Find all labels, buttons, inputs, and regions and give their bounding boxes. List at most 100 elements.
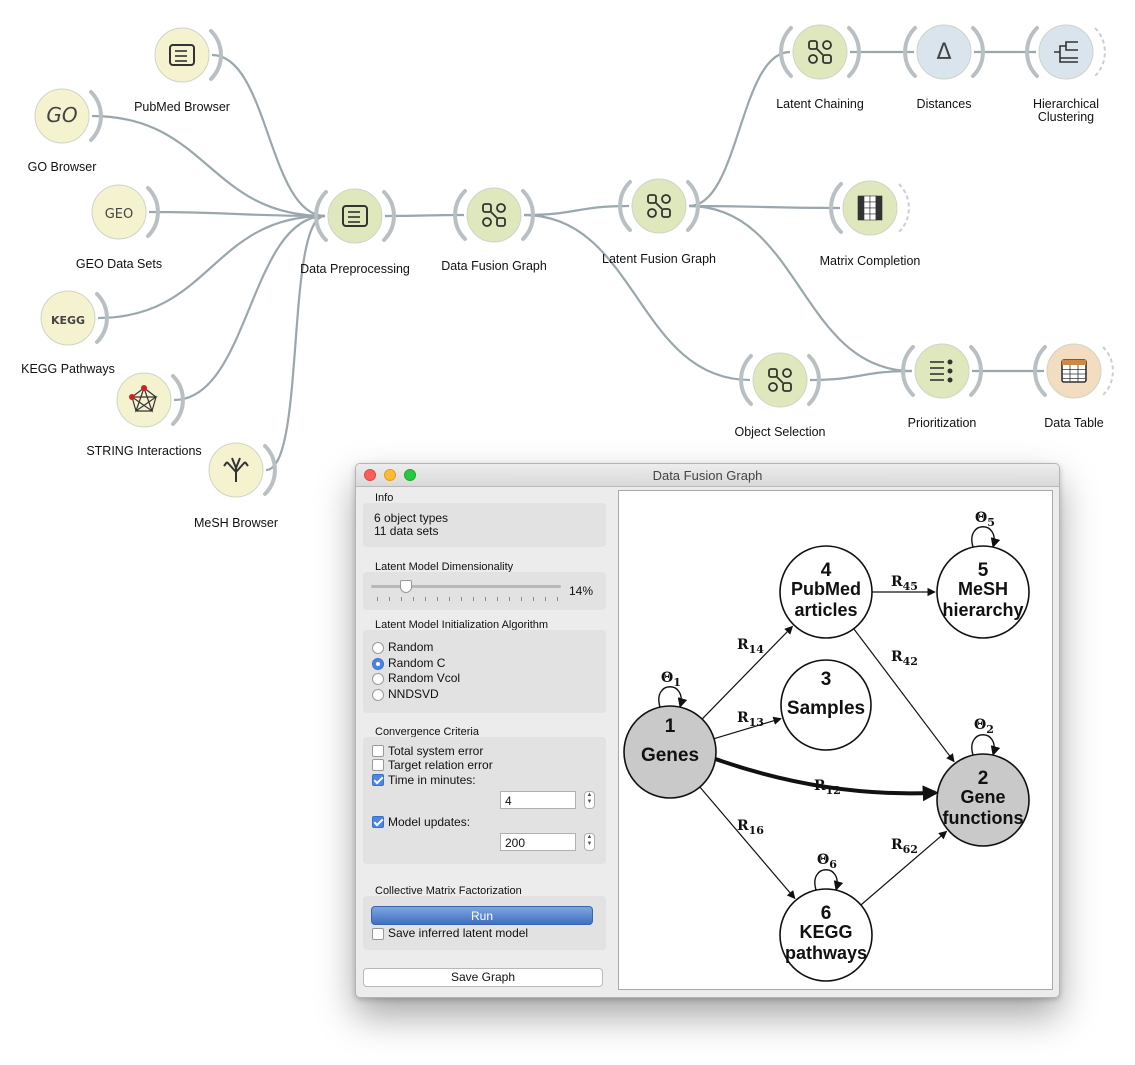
input-channel[interactable] xyxy=(453,189,467,241)
radio-random-vcol[interactable] xyxy=(372,673,384,685)
model-updates-stepper[interactable]: ▲▼ xyxy=(584,833,595,851)
model-updates-checkbox[interactable] xyxy=(372,816,384,828)
input-channel[interactable] xyxy=(739,354,753,406)
input-channel[interactable] xyxy=(1025,26,1039,78)
output-channel[interactable] xyxy=(263,444,277,496)
link-pubmed-browser-to-data-preprocessing[interactable] xyxy=(211,53,326,218)
target-relation-error-checkbox[interactable] xyxy=(372,759,384,771)
model-updates-input[interactable]: 200 xyxy=(500,833,576,851)
link-data-preprocessing-to-data-fusion-graph[interactable] xyxy=(384,213,465,218)
prioritization-widget[interactable] xyxy=(901,343,983,399)
link-data-fusion-graph-to-latent-fusion-graph[interactable] xyxy=(523,204,630,217)
distances-widget[interactable]: Δ xyxy=(903,24,985,80)
relation-edge-R62[interactable] xyxy=(860,830,948,906)
output-channel[interactable] xyxy=(898,183,910,233)
link-latent-fusion-graph-to-prioritization[interactable] xyxy=(688,204,913,373)
input-channel[interactable] xyxy=(618,180,632,232)
link-mesh-browser-to-data-preprocessing[interactable] xyxy=(265,214,326,472)
save-latent-model-checkbox[interactable] xyxy=(372,928,384,940)
output-channel[interactable] xyxy=(209,29,223,81)
input-channel[interactable] xyxy=(779,26,793,78)
time-minutes-stepper[interactable]: ▲▼ xyxy=(584,791,595,809)
output-channel[interactable] xyxy=(95,292,109,344)
relation-edge-R13[interactable] xyxy=(713,716,782,740)
radio-nndsvd[interactable] xyxy=(372,688,384,701)
widget-circle[interactable] xyxy=(916,24,972,80)
latent-fusion-graph-widget[interactable] xyxy=(618,178,700,234)
output-channel[interactable] xyxy=(971,26,985,78)
data-table-widget[interactable] xyxy=(1033,343,1114,399)
link-data-fusion-graph-to-object-selection[interactable] xyxy=(523,213,751,382)
dimensionality-slider[interactable] xyxy=(371,580,561,602)
output-channel[interactable] xyxy=(1102,346,1114,396)
total-system-error-checkbox[interactable] xyxy=(372,745,384,757)
widget-circle[interactable] xyxy=(40,290,96,346)
input-channel[interactable] xyxy=(829,182,843,234)
link-kegg-pathways-to-data-preprocessing[interactable] xyxy=(97,214,326,320)
output-channel[interactable] xyxy=(382,190,396,242)
output-channel[interactable] xyxy=(1094,27,1106,77)
data-fusion-graph-widget[interactable] xyxy=(453,187,535,243)
output-channel[interactable] xyxy=(686,180,700,232)
geo-data-sets-widget[interactable]: GEO xyxy=(91,184,160,240)
input-channel[interactable] xyxy=(903,26,917,78)
kegg-pathways-widget[interactable]: KEGG xyxy=(40,290,109,346)
link-string-interactions-to-data-preprocessing[interactable] xyxy=(173,214,326,402)
input-channel[interactable] xyxy=(901,345,915,397)
output-channel[interactable] xyxy=(521,189,535,241)
latent-chaining-widget[interactable] xyxy=(779,24,861,80)
object-selection-widget[interactable] xyxy=(739,352,821,408)
hierarchical-clustering-widget[interactable] xyxy=(1025,24,1106,80)
widget-circle[interactable] xyxy=(91,184,147,240)
mesh-browser-widget[interactable] xyxy=(208,442,277,498)
radio-random-c[interactable] xyxy=(372,657,384,670)
link-go-browser-to-data-preprocessing[interactable] xyxy=(91,114,326,218)
slider-handle[interactable] xyxy=(399,580,412,593)
output-channel[interactable] xyxy=(847,26,861,78)
close-window-button[interactable] xyxy=(364,469,376,481)
minimize-window-button[interactable] xyxy=(384,469,396,481)
widget-circle[interactable] xyxy=(914,343,970,399)
output-channel[interactable] xyxy=(969,345,983,397)
constraint-loop-2[interactable] xyxy=(971,734,1001,756)
output-channel[interactable] xyxy=(146,186,160,238)
save-graph-button[interactable]: Save Graph xyxy=(363,968,603,987)
relation-edge-R16[interactable] xyxy=(699,786,796,900)
link-object-selection-to-prioritization[interactable] xyxy=(809,369,913,382)
widget-circle[interactable] xyxy=(34,88,90,144)
output-channel[interactable] xyxy=(171,374,185,426)
link-latent-fusion-graph-to-matrix-completion[interactable] xyxy=(688,204,841,210)
input-channel[interactable] xyxy=(1033,345,1047,397)
constraint-loop-5[interactable] xyxy=(971,526,1001,548)
constraint-loop-6[interactable] xyxy=(814,869,844,891)
data-preprocessing-widget[interactable] xyxy=(314,188,396,244)
run-button[interactable]: Run xyxy=(371,906,593,925)
output-channel[interactable] xyxy=(807,354,821,406)
relation-edge-R12[interactable] xyxy=(714,757,939,802)
radio-random[interactable] xyxy=(372,642,384,654)
widget-circle[interactable] xyxy=(154,27,210,83)
zoom-window-button[interactable] xyxy=(404,469,416,481)
widget-circle[interactable] xyxy=(1038,24,1094,80)
pubmed-browser-widget[interactable] xyxy=(154,27,223,83)
widget-circle[interactable] xyxy=(327,188,383,244)
relation-edge-R42[interactable] xyxy=(853,628,955,763)
matrix-completion-widget[interactable] xyxy=(829,180,910,236)
widget-circle[interactable] xyxy=(116,372,172,428)
constraint-loop-1[interactable] xyxy=(658,686,688,708)
link-geo-data-sets-to-data-preprocessing[interactable] xyxy=(148,210,326,218)
string-interactions-widget[interactable] xyxy=(116,372,185,428)
link-latent-fusion-graph-to-latent-chaining[interactable] xyxy=(688,50,791,208)
relation-edge-R14[interactable] xyxy=(701,625,794,720)
time-in-minutes-checkbox[interactable] xyxy=(372,774,384,786)
time-minutes-input[interactable]: 4 xyxy=(500,791,576,809)
input-channel[interactable] xyxy=(314,190,328,242)
go-browser-widget[interactable]: GO xyxy=(34,88,103,144)
output-channel[interactable] xyxy=(89,90,103,142)
